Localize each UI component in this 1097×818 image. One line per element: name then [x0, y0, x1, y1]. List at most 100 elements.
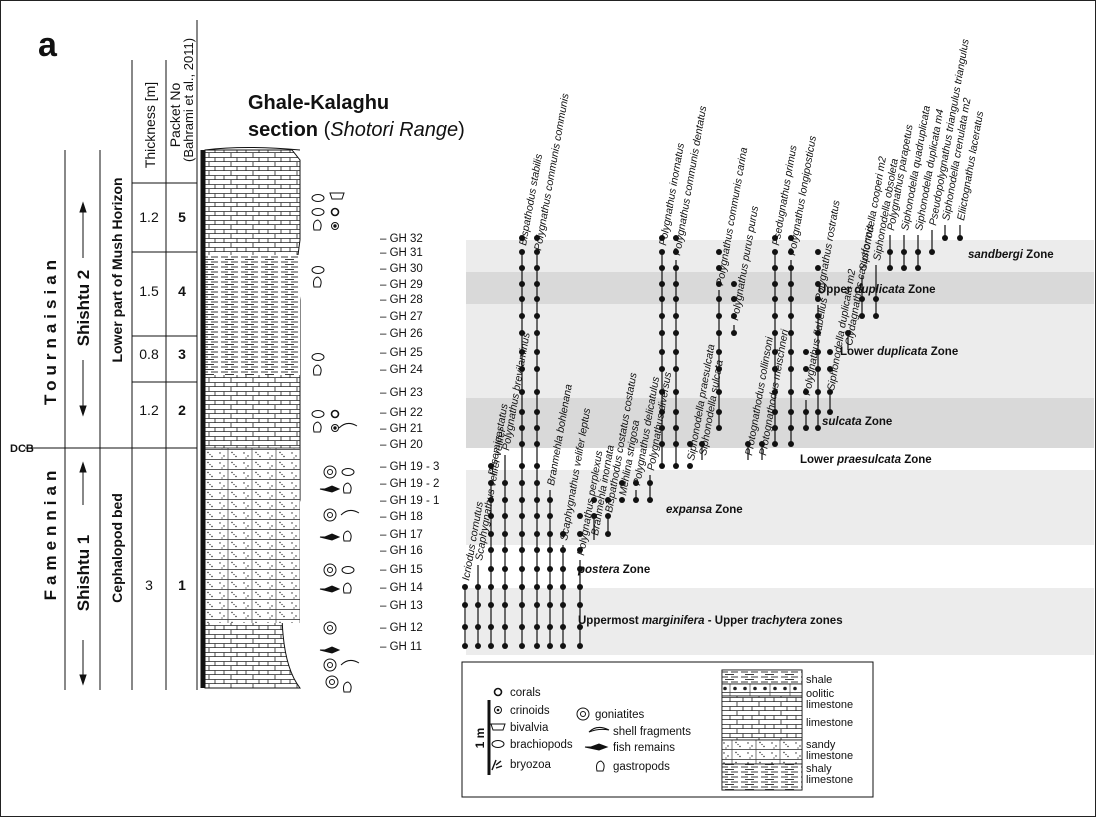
occurrence-point — [475, 624, 481, 630]
fish-icon — [319, 646, 341, 654]
goniatite-icon — [323, 621, 337, 635]
occurrence-point — [815, 366, 821, 372]
occurrence-point — [475, 584, 481, 590]
occurrence-point — [577, 547, 583, 553]
occurrence-point — [619, 480, 625, 486]
occurrence-point — [716, 249, 722, 255]
occurrence-point — [488, 602, 494, 608]
goniatite-inner — [327, 625, 333, 631]
occurrence-point — [788, 366, 794, 372]
coral-icon — [330, 409, 340, 419]
crinoid-dot — [333, 224, 337, 228]
occurrence-point — [502, 624, 508, 630]
taxon-range — [619, 480, 625, 503]
shell-fragment-icon — [338, 422, 358, 429]
occurrence-point — [716, 281, 722, 287]
occurrence-point — [560, 566, 566, 572]
occurrence-point — [605, 497, 611, 503]
packet-number: 3 — [178, 346, 186, 362]
sample-label: – GH 14 — [380, 582, 423, 594]
gastropod-icon — [343, 482, 352, 494]
zone-band — [466, 398, 1094, 448]
bivalve-icon — [490, 723, 506, 731]
legend-litho-word: limestone — [806, 699, 853, 711]
stage-famennian: Famennian — [41, 466, 60, 601]
crinoid-dot — [496, 708, 500, 712]
packet-number: 1 — [178, 577, 186, 593]
occurrence-point — [519, 584, 525, 590]
occurrence-point — [673, 463, 679, 469]
occurrence-point — [547, 643, 553, 649]
occurrence-point — [673, 409, 679, 415]
occurrence-point — [534, 389, 540, 395]
taxon-range — [647, 475, 653, 503]
taxon-range — [462, 584, 468, 649]
occurrence-point — [534, 480, 540, 486]
legend-litho-label: limestone — [806, 717, 853, 729]
occurrence-point — [673, 296, 679, 302]
zone-name: expansa — [666, 504, 713, 516]
taxon-range — [859, 275, 865, 319]
occurrence-point — [547, 531, 553, 537]
zone-name: sulcata — [822, 416, 862, 428]
sample-label: – GH 30 — [380, 263, 423, 275]
crinoid-dot — [333, 426, 337, 430]
subtitle-section-word: section — [248, 119, 318, 141]
occurrence-point — [519, 480, 525, 486]
occurrence-point — [560, 547, 566, 553]
sample-label: – GH 32 — [380, 233, 423, 245]
brachiopod-icon — [311, 208, 325, 216]
occurrence-point — [534, 643, 540, 649]
occurrence-point — [788, 296, 794, 302]
header-packet: Packet No — [167, 82, 183, 147]
occurrence-point — [731, 281, 737, 287]
formation-arrows — [79, 201, 87, 686]
occurrence-point — [873, 296, 879, 302]
occurrence-point — [659, 235, 665, 241]
occurrence-point — [827, 366, 833, 372]
taxon-range — [534, 235, 540, 649]
occurrence-point — [929, 249, 935, 255]
taxon-range — [772, 235, 778, 447]
occurrence-point — [803, 366, 809, 372]
occurrence-point — [519, 441, 525, 447]
taxon-range — [942, 225, 948, 241]
legend-litho-word: oolitic — [806, 688, 835, 700]
zone-label: Lower duplicata Zone — [840, 346, 958, 358]
occurrence-point — [519, 249, 525, 255]
occurrence-point — [887, 249, 893, 255]
occurrence-point — [547, 497, 553, 503]
occurrence-point — [534, 513, 540, 519]
legend-litho-oolitic — [721, 683, 803, 697]
goniatite-icon — [323, 658, 337, 672]
legend-fossil-label: bivalvia — [510, 722, 549, 734]
occurrence-point — [827, 389, 833, 395]
packet-thickness: 1.5 — [139, 283, 159, 299]
legend-fish-remains-icon — [584, 743, 609, 751]
sample-label: – GH 27 — [380, 311, 423, 323]
zone-suffix: Zone — [862, 416, 893, 428]
occurrence-point — [519, 531, 525, 537]
occurrence-point — [687, 463, 693, 469]
shell-fragment-icon — [588, 726, 610, 733]
coral-icon — [330, 207, 340, 217]
goniatite-icon — [323, 508, 337, 522]
occurrence-point — [534, 313, 540, 319]
zone-suffix: Zone — [928, 346, 959, 358]
occurrence-point — [731, 296, 737, 302]
occurrence-point — [772, 425, 778, 431]
occurrence-point — [519, 463, 525, 469]
occurrence-point — [716, 366, 722, 372]
subtitle-paren-open: ( — [318, 119, 331, 141]
occurrence-point — [772, 441, 778, 447]
occurrence-point — [772, 235, 778, 241]
occurrence-point — [519, 296, 525, 302]
header-packet-ref: (Bahrami et al., 2011) — [181, 38, 196, 162]
occurrence-point — [772, 296, 778, 302]
occurrence-point — [534, 531, 540, 537]
